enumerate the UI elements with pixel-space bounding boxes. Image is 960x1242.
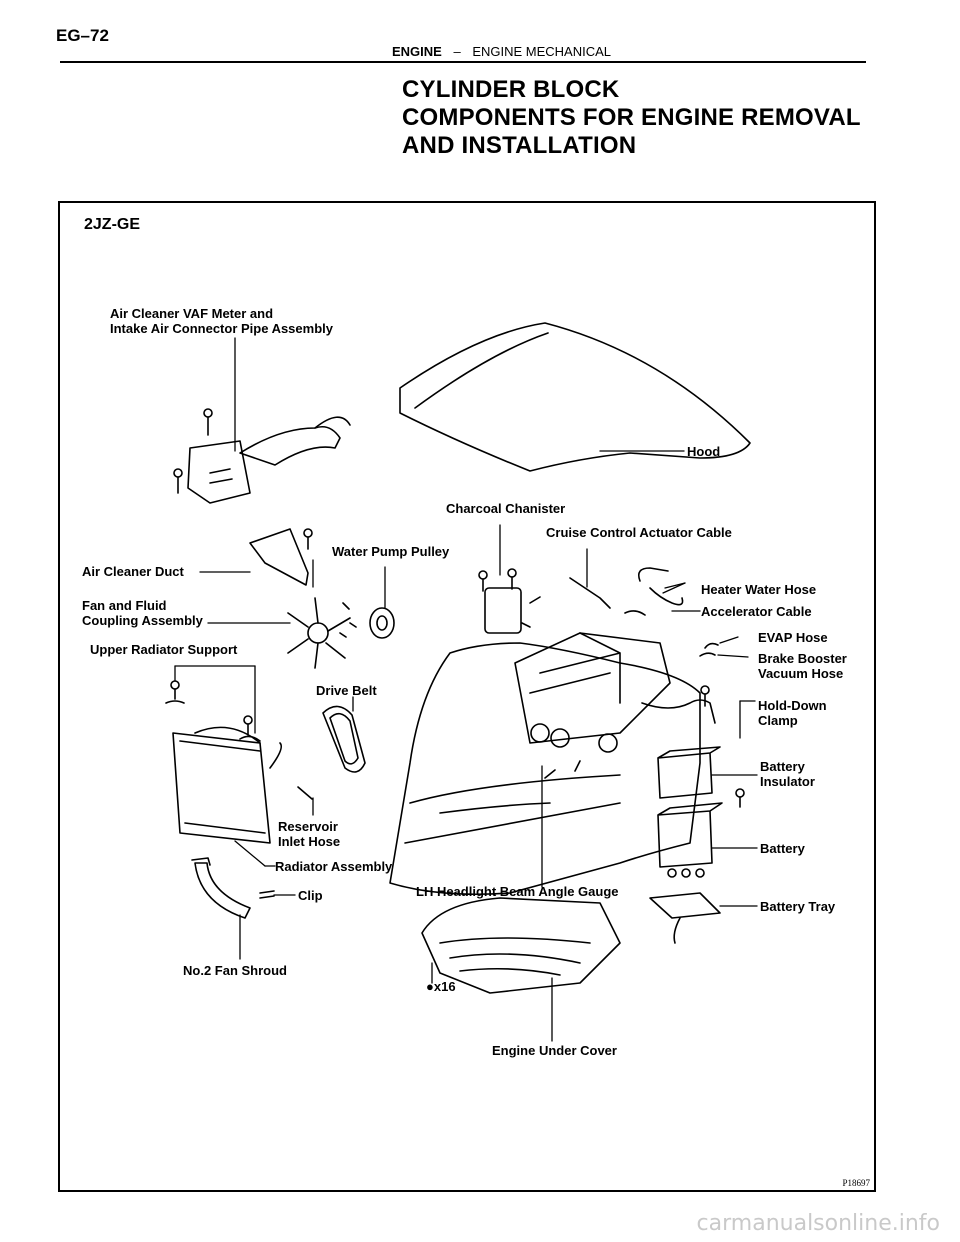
label-engine-under-cover: Engine Under Cover [492, 1043, 617, 1058]
section-header: ENGINE – ENGINE MECHANICAL [392, 44, 611, 59]
label-hold-down-line-1: Hold-Down [758, 698, 827, 713]
label-reservoir-line-1: Reservoir [278, 819, 338, 834]
label-accelerator-cable: Accelerator Cable [701, 604, 812, 619]
fan-drawing [287, 597, 357, 669]
label-charcoal-canister: Charcoal Chanister [446, 501, 566, 516]
label-brake-booster-line-1: Brake Booster [758, 651, 847, 666]
air-cleaner-drawing [173, 408, 351, 504]
engine-drawing [514, 632, 671, 779]
hood-drawing [399, 322, 751, 472]
label-radiator-assembly: Radiator Assembly [275, 859, 393, 874]
reservoir-hose-drawing [297, 786, 313, 800]
figure-id: P18697 [842, 1178, 870, 1188]
car-body-drawing [389, 642, 701, 896]
label-clip: Clip [298, 888, 323, 903]
battery-drawing [649, 746, 745, 944]
page-title-line-1: CYLINDER BLOCK [402, 76, 620, 103]
upper-radiator-support-drawing [165, 680, 261, 742]
exploded-view-figure: 2JZ-GE Air Cleaner VAF Meter and Intake … [58, 201, 876, 1192]
subsection-name: ENGINE MECHANICAL [472, 44, 612, 59]
section-name: ENGINE [392, 44, 442, 59]
label-air-cleaner-duct: Air Cleaner Duct [82, 564, 184, 579]
label-fan-line-1: Fan and Fluid [82, 598, 167, 613]
label-hood: Hood [687, 444, 721, 459]
label-battery-insulator-line-1: Battery [760, 759, 805, 774]
drive-belt-drawing [322, 705, 366, 773]
watermark: carmanualsonline.info [696, 1211, 940, 1236]
fan-shroud-drawing [191, 857, 275, 919]
label-evap-hose: EVAP Hose [758, 630, 828, 645]
section-separator: – [453, 44, 461, 59]
hoses-drawing [624, 567, 719, 724]
engine-code-label: 2JZ-GE [84, 216, 141, 233]
page-number: EG–72 [56, 26, 109, 45]
label-battery: Battery [760, 841, 805, 856]
page-title-line-3: AND INSTALLATION [402, 132, 637, 159]
radiator-drawing [172, 726, 283, 844]
label-air-cleaner-line-2: Intake Air Connector Pipe Assembly [110, 321, 333, 336]
label-reservoir-line-2: Inlet Hose [278, 834, 341, 849]
leader-lines [174, 337, 758, 1042]
label-hold-down-line-2: Clamp [758, 713, 798, 728]
air-duct-drawing [249, 528, 309, 586]
label-battery-tray: Battery Tray [760, 899, 836, 914]
label-cruise-control-cable: Cruise Control Actuator Cable [546, 525, 732, 540]
label-lh-headlight-gauge: LH Headlight Beam Angle Gauge [416, 884, 619, 899]
label-battery-insulator-line-2: Insulator [760, 774, 815, 789]
label-brake-booster-line-2: Vacuum Hose [758, 666, 844, 681]
label-upper-radiator-support: Upper Radiator Support [90, 642, 238, 657]
under-cover-drawing [421, 897, 621, 994]
diagram-drawing [165, 322, 758, 1042]
bolt-icon: ● [426, 979, 434, 994]
label-air-cleaner-line-1: Air Cleaner VAF Meter and [110, 306, 274, 321]
header-rule [60, 61, 866, 63]
charcoal-canister-drawing [478, 568, 541, 634]
label-bolt-count: ●x16 [426, 979, 456, 994]
label-heater-water-hose: Heater Water Hose [701, 582, 817, 597]
bolt-count-text: x16 [433, 979, 456, 994]
label-no2-fan-shroud: No.2 Fan Shroud [183, 963, 287, 978]
label-water-pump-pulley: Water Pump Pulley [332, 544, 450, 559]
label-fan-line-2: Coupling Assembly [82, 613, 203, 628]
water-pump-pulley-drawing [369, 607, 395, 639]
label-drive-belt: Drive Belt [316, 683, 377, 698]
page-title-line-2: COMPONENTS FOR ENGINE REMOVAL [402, 104, 861, 131]
